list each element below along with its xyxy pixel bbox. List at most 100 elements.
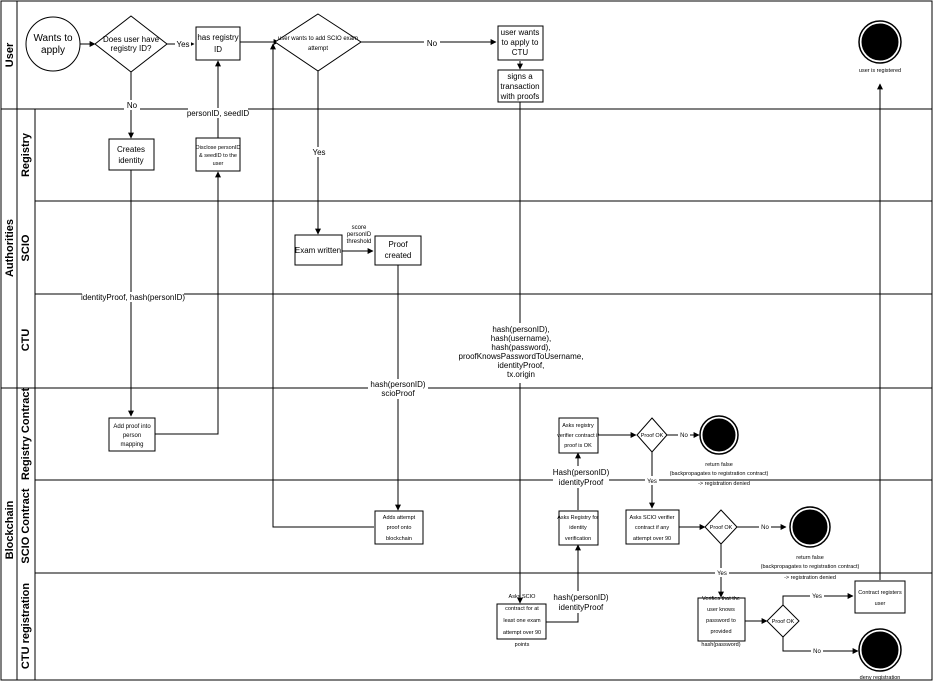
tx-payload-line: identityProof, (498, 361, 545, 370)
lane-scio-label: SCIO (20, 234, 32, 261)
node-text: Disclose personID (196, 145, 241, 151)
node-text: blockchain (386, 536, 412, 542)
end-label: return false (796, 555, 824, 561)
lane-registry-contract-label: Registry Contract (20, 388, 32, 481)
node-text: points (515, 642, 530, 648)
adds-attempt-node: Adds attempt proof onto blockchain (374, 510, 424, 545)
lane-ctu-label: CTU (20, 329, 32, 352)
edge-label-yes: Yes (647, 479, 657, 485)
tx-payload-line: tx.origin (507, 370, 535, 379)
end-label: user is registered (859, 68, 901, 74)
lane-ctu-registration-label: CTU registration (20, 583, 32, 669)
decision-proof-ok-1: Proof OK (636, 417, 668, 453)
asks-registry-verifier-node: Asks registry verifier contract if proof… (557, 417, 599, 454)
edge-label-person-id: personID (347, 232, 372, 238)
node-text: & seedID to the (199, 153, 237, 159)
tx-payload-line: proofKnowsPasswordToUsername, (459, 352, 584, 361)
start-node-text: apply (41, 45, 65, 56)
edge-label-no: No (761, 525, 769, 531)
tx-payload-line: hash(password), (491, 343, 550, 352)
edge-label-identity-proof: identityProof (559, 478, 604, 487)
end-label: (backpropagates to registration contract… (670, 471, 769, 477)
edge-label-scio-hash: hash(personID) (370, 380, 425, 389)
edge-label-no: No (127, 101, 138, 110)
node-text: user knows (707, 607, 735, 613)
node-text: has registry (197, 33, 238, 42)
disclose-node: Disclose personID & seedID to the user (195, 137, 241, 172)
node-text: user wants (501, 28, 540, 37)
node-text: Proof (388, 240, 408, 249)
decision-text: registry ID? (111, 44, 152, 53)
node-text: transaction (500, 82, 539, 91)
end-label: deny registration (860, 675, 901, 681)
end-return-false-1: return false (backpropagates to registra… (670, 415, 769, 487)
node-text: Verifies that the (702, 596, 740, 602)
decision-text: attempt (308, 46, 328, 52)
creates-identity-node: Creates identity (108, 138, 155, 171)
node-text: Exam written (295, 246, 341, 255)
apply-ctu-node: user wants to apply to CTU (497, 25, 544, 61)
edge-label-score: score (352, 225, 367, 231)
lane-scio-contract-label: SCIO Contract (20, 488, 32, 564)
node-text: proof onto (387, 525, 412, 531)
has-registry-id-node: has registry ID (195, 26, 241, 61)
node-text: Asks Registry for (557, 515, 599, 521)
decision-add-scio: user wants to add SCIO exam attempt (274, 13, 362, 72)
decision-proof-ok-2: Proof OK (704, 509, 738, 545)
decision-text: user wants to add SCIO exam (278, 36, 358, 42)
node-text: user (213, 161, 224, 167)
node-text: attempt over 90 (633, 536, 671, 542)
node-text: ID (214, 45, 222, 54)
edge-labels: Yes No No Yes personID, seedID score per… (81, 38, 824, 655)
node-text: Asks registry (562, 423, 594, 429)
end-label: -> registration denied (784, 575, 836, 581)
node-text: Adds attempt (383, 515, 416, 521)
end-deny-registration: deny registration (858, 628, 902, 681)
end-label: (backpropagates to registration contract… (761, 564, 860, 570)
node-text: mapping (120, 442, 143, 448)
edge-label-hash-person-id: Hash(personID) (553, 468, 610, 477)
tx-payload-line: hash(personID), (492, 325, 549, 334)
verifies-password-node: Verifies that the user knows password to… (697, 596, 746, 648)
tx-payload-line: hash(username), (491, 334, 551, 343)
node-text: created (385, 251, 412, 260)
decision-proof-ok-3: Proof OK (766, 604, 800, 638)
node-text: Contract registers (858, 590, 902, 596)
decision-text: Proof OK (641, 433, 664, 439)
decision-has-registry-id: Does user have registry ID? (94, 15, 168, 73)
node-text: contract for at (505, 606, 539, 612)
lane-authorities-label: Authorities (4, 219, 16, 277)
node-text: attempt over 90 (503, 630, 541, 636)
exam-written-node: Exam written (294, 234, 343, 266)
contract-registers-node: Contract registers user (854, 580, 906, 614)
node-text: verifier contract if (557, 433, 599, 439)
edge-label-no: No (427, 39, 438, 48)
node-text: with proofs (500, 92, 540, 101)
node-text: Asks SCIO verifier (630, 515, 675, 521)
add-proof-node: Add proof into person mapping (108, 417, 156, 452)
node-text: identity (118, 156, 143, 165)
edge-label-threshold: threshold (347, 239, 372, 245)
decision-text: Proof OK (772, 619, 795, 625)
decision-text: Proof OK (710, 525, 733, 531)
node-text: hash(password) (701, 642, 740, 648)
node-text: least one exam (503, 618, 541, 624)
node-text: password to (706, 618, 736, 624)
end-label: -> registration denied (698, 481, 750, 487)
edge-label-no: No (813, 649, 821, 655)
edge-label-yes: Yes (717, 571, 727, 577)
edge-label-scio-proof: scioProof (381, 389, 415, 398)
start-node-text: Wants to (33, 33, 73, 44)
edge-label-person-seed: personID, seedID (187, 109, 249, 118)
decision-text: Does user have (103, 35, 160, 44)
edge-label-identity-proof: identityProof (559, 603, 604, 612)
node-text: user (875, 601, 886, 607)
signs-transaction-node: signs a transaction with proofs (497, 69, 544, 103)
proof-created-node: Proof created (374, 235, 422, 266)
node-text: identity (569, 525, 587, 531)
edge-label-hash-person-id: hash(personID) (553, 593, 608, 602)
node-text: verification (565, 536, 591, 542)
node-text: Creates (117, 145, 145, 154)
node-text: Asks SCIO (509, 594, 537, 600)
